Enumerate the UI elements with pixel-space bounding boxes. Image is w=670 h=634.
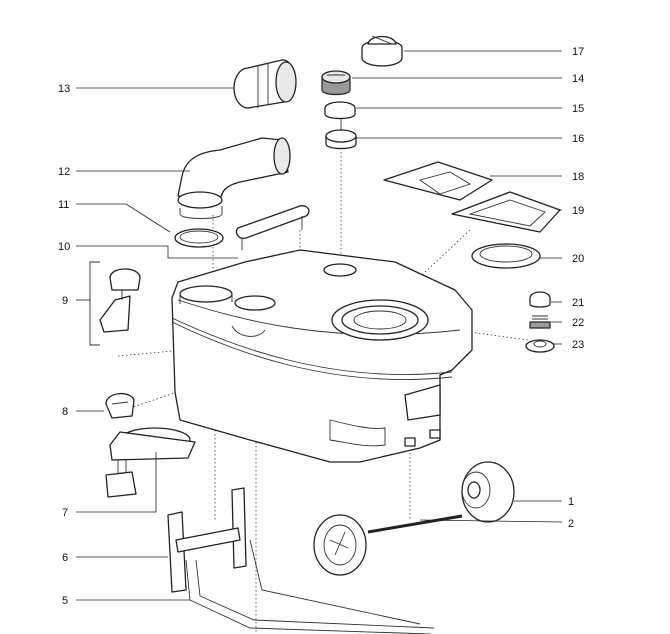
callout-1: 1 xyxy=(568,496,574,508)
leader-lines xyxy=(76,50,563,601)
part-17-cap xyxy=(361,35,403,67)
callout-14: 14 xyxy=(572,73,584,85)
part-13-spout-cap xyxy=(233,59,297,109)
callout-16: 16 xyxy=(572,133,584,145)
callout-10: 10 xyxy=(58,241,70,253)
callout-18: 18 xyxy=(572,171,584,183)
callout-2: 2 xyxy=(568,518,574,530)
part-11-ring xyxy=(174,228,224,248)
callout-22: 22 xyxy=(572,317,584,329)
callout-5: 5 xyxy=(62,595,68,607)
callout-6: 6 xyxy=(62,552,68,564)
part-7-valve-assembly xyxy=(105,427,196,498)
callout-19: 19 xyxy=(572,205,584,217)
part-20-gasket xyxy=(471,243,541,269)
callout-7: 7 xyxy=(62,507,68,519)
callout-21: 21 xyxy=(572,297,584,309)
part-9-level-indicator xyxy=(89,261,141,346)
part-10-handle xyxy=(235,205,310,250)
part-22-spring xyxy=(529,315,551,329)
callout-9: 9 xyxy=(62,295,68,307)
callout-11: 11 xyxy=(58,199,69,211)
part-18-cover xyxy=(383,161,493,201)
part-19-frame xyxy=(451,191,561,233)
left-wheel xyxy=(313,514,367,576)
part-1-wheel xyxy=(461,461,515,523)
part-23-base xyxy=(525,339,555,353)
part-12-spout xyxy=(177,137,291,219)
callout-8: 8 xyxy=(62,406,68,418)
callout-20: 20 xyxy=(572,253,584,265)
part-16-plug xyxy=(325,118,357,150)
callout-17: 17 xyxy=(572,46,584,58)
callout-labels: 17 14 15 16 18 19 20 21 22 23 1 2 13 12 … xyxy=(58,46,584,607)
part-15-seal xyxy=(324,101,356,120)
part-2-axle xyxy=(367,514,463,534)
part-8-knob xyxy=(105,393,135,419)
callout-23: 23 xyxy=(572,339,584,351)
part-21-button xyxy=(529,291,551,308)
part-5-pull-rod xyxy=(185,539,435,634)
callout-12: 12 xyxy=(58,166,70,178)
callout-13: 13 xyxy=(58,83,70,95)
waste-tank xyxy=(171,249,473,463)
callout-15: 15 xyxy=(572,103,584,115)
part-14-valve-cap xyxy=(321,70,351,96)
part-6-lever xyxy=(167,487,247,593)
